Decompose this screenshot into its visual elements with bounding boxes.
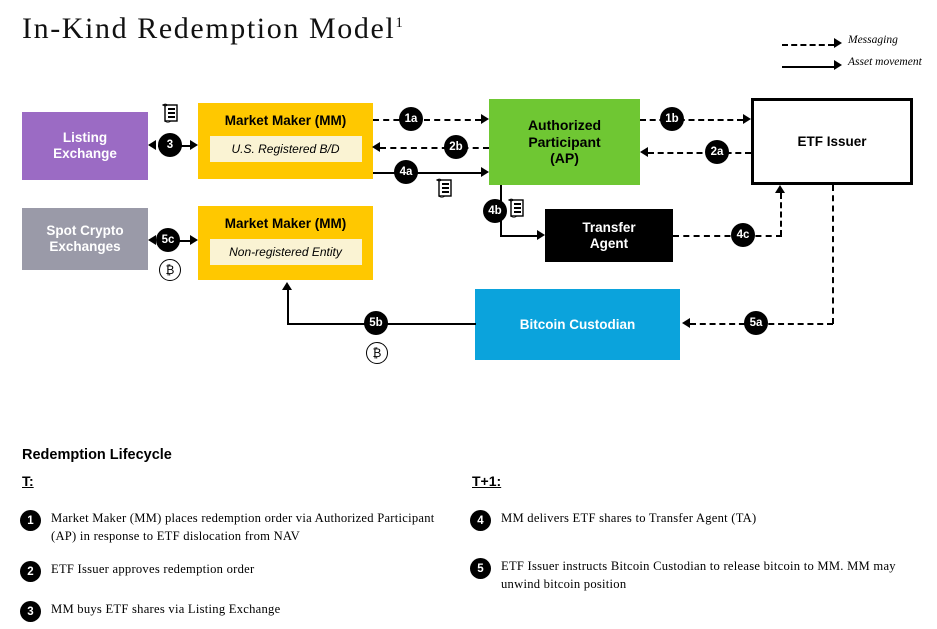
node-transfer-agent[interactable]: Transfer Agent (545, 209, 673, 262)
listing-exchange-line2: Exchange (53, 146, 117, 161)
legend-item-asset-movement: Asset movement (782, 56, 937, 78)
node-bitcoin-custodian[interactable]: Bitcoin Custodian (475, 289, 680, 360)
ap-line1: Authorized (527, 117, 602, 134)
edge-2b-line (380, 147, 489, 149)
edge-1b-line (640, 119, 743, 121)
badge-3[interactable]: 3 (158, 133, 182, 157)
dashed-arrow-head-icon (834, 38, 842, 48)
step-text: ETF Issuer instructs Bitcoin Custodian t… (501, 559, 896, 591)
node-spot-crypto-exchanges[interactable]: Spot Crypto Exchanges (22, 208, 148, 270)
step-number: 5 (470, 558, 491, 579)
legend-label-asset-movement: Asset movement (848, 56, 922, 68)
mm-bottom-title: Market Maker (MM) (224, 216, 347, 231)
badge-1a[interactable]: 1a (399, 107, 423, 131)
legend: Messaging Asset movement (782, 34, 937, 78)
bitcoin-custodian-line1: Bitcoin Custodian (519, 316, 636, 332)
listing-exchange-line1: Listing (62, 130, 108, 146)
step-text: Market Maker (MM) places redemption orde… (51, 511, 435, 543)
legend-item-messaging: Messaging (782, 34, 937, 56)
lifecycle-step: 1 Market Maker (MM) places redemption or… (20, 510, 440, 546)
edge-4b-arrow (537, 230, 545, 240)
edge-2a-line (648, 152, 751, 154)
badge-5b[interactable]: 5b (364, 311, 388, 335)
bitcoin-symbol-icon: ₿ (366, 342, 388, 364)
node-market-maker-registered[interactable]: Market Maker (MM) U.S. Registered B/D (198, 103, 373, 179)
step-text: MM delivers ETF shares to Transfer Agent… (501, 511, 757, 525)
edge-1b-arrow (743, 114, 751, 124)
ap-line3: (AP) (550, 150, 579, 167)
edge-1a-line (373, 119, 481, 121)
edge-2a-arrow (640, 147, 648, 157)
badge-4c[interactable]: 4c (731, 223, 755, 247)
transfer-agent-line1: Transfer (582, 219, 636, 235)
edge-3-arrow-left (148, 140, 156, 150)
step-text: MM buys ETF shares via Listing Exchange (51, 602, 281, 616)
dashed-arrow-icon (782, 44, 834, 46)
lifecycle-step: 2 ETF Issuer approves redemption order (20, 561, 440, 582)
node-authorized-participant[interactable]: Authorized Participant (AP) (489, 99, 640, 185)
edge-3-arrow-right (190, 140, 198, 150)
page-title-text: In-Kind Redemption Model (22, 12, 396, 45)
transfer-agent-line2: Agent (589, 235, 629, 251)
mm-top-subtype: U.S. Registered B/D (209, 135, 362, 162)
edge-2b-arrow (372, 142, 380, 152)
edge-1a-arrow (481, 114, 489, 124)
edge-4a-arrow (481, 167, 489, 177)
badge-4a[interactable]: 4a (394, 160, 418, 184)
edge-4c-horizontal (673, 235, 782, 237)
ap-line2: Participant (528, 133, 601, 150)
step-number: 1 (20, 510, 41, 531)
edge-4c-vertical (780, 193, 782, 236)
badge-1b[interactable]: 1b (660, 107, 684, 131)
phase-label-t: T: (22, 473, 34, 489)
edge-5b-vertical (287, 290, 289, 325)
solid-arrow-head-icon (834, 60, 842, 70)
badge-2b[interactable]: 2b (444, 135, 468, 159)
spot-crypto-line1: Spot Crypto (46, 223, 124, 239)
lifecycle-step: 5 ETF Issuer instructs Bitcoin Custodian… (470, 558, 920, 594)
edge-5b-arrow (282, 282, 292, 290)
edge-4b-horizontal (500, 235, 537, 237)
edge-4a-line (373, 172, 481, 174)
step-number: 4 (470, 510, 491, 531)
step-number: 2 (20, 561, 41, 582)
node-listing-exchange[interactable]: Listing Exchange (22, 112, 148, 180)
page-title-footnote: 1 (395, 15, 403, 31)
document-scroll-icon (436, 178, 452, 198)
edge-4c-arrow (775, 185, 785, 193)
lifecycle-step: 4 MM delivers ETF shares to Transfer Age… (470, 510, 920, 531)
lifecycle-step: 3 MM buys ETF shares via Listing Exchang… (20, 601, 440, 622)
legend-label-messaging: Messaging (848, 34, 898, 46)
spot-crypto-line2: Exchanges (49, 239, 121, 254)
edge-5c-arrow-left (148, 235, 156, 245)
page-title: In-Kind Redemption Model1 (22, 12, 403, 46)
edge-5a-vertical (832, 185, 834, 324)
edge-5c-arrow-right (190, 235, 198, 245)
lifecycle-heading: Redemption Lifecycle (22, 447, 172, 463)
step-text: ETF Issuer approves redemption order (51, 562, 255, 576)
mm-top-title: Market Maker (MM) (224, 113, 347, 128)
phase-label-t-plus-1: T+1: (472, 473, 502, 489)
badge-4b[interactable]: 4b (483, 199, 507, 223)
node-market-maker-nonregistered[interactable]: Market Maker (MM) Non-registered Entity (198, 206, 373, 280)
badge-2a[interactable]: 2a (705, 140, 729, 164)
edge-5a-arrow (682, 318, 690, 328)
document-scroll-icon (162, 103, 178, 123)
node-etf-issuer[interactable]: ETF Issuer (751, 98, 913, 185)
etf-issuer-line1: ETF Issuer (797, 133, 867, 149)
badge-5a[interactable]: 5a (744, 311, 768, 335)
step-number: 3 (20, 601, 41, 622)
solid-arrow-icon (782, 66, 834, 68)
document-scroll-icon (508, 198, 524, 218)
badge-5c[interactable]: 5c (156, 228, 180, 252)
mm-bottom-subtype: Non-registered Entity (209, 238, 362, 265)
bitcoin-symbol-icon: ₿ (159, 259, 181, 281)
